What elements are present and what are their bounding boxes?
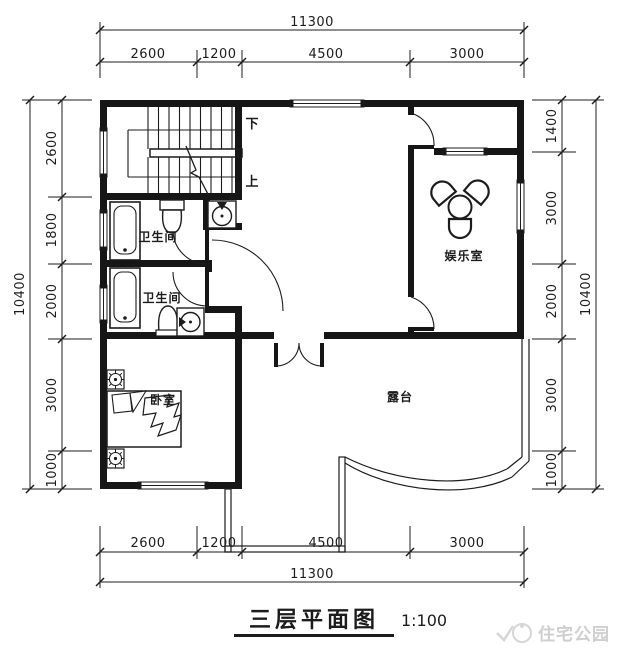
watermark-logo-dot [520, 624, 524, 628]
dimension-bottom-labels: 2600 1200 4500 3000 11300 [130, 536, 484, 582]
terrace-balustrade [224, 339, 530, 553]
room-label-bedroom: 卧室 [150, 392, 176, 407]
door-bath-lower [172, 271, 209, 307]
dim-left-seg2: 2000 [45, 283, 60, 318]
round-table-set [430, 179, 490, 240]
dim-top-seg0: 2600 [130, 47, 165, 62]
window-bedroom [137, 481, 209, 490]
dim-right-seg3: 3000 [545, 377, 560, 412]
stairs [127, 107, 243, 197]
dimension-left-labels: 2600 1800 2000 3000 1000 10400 [13, 130, 60, 487]
dim-bottom-seg2: 4500 [308, 536, 343, 551]
door-bath-upper [172, 229, 209, 265]
room-label-bath-lower: 卫生间 [142, 290, 181, 305]
nightstand-upper [106, 369, 125, 390]
room-label-bath-upper: 卫生间 [138, 229, 177, 244]
dim-top-seg3: 3000 [449, 47, 484, 62]
watermark-swoosh-icon [496, 625, 515, 642]
drawing-scale: 1:100 [401, 611, 447, 630]
window-bath-lower [99, 284, 108, 324]
dimension-right-labels: 1400 3000 2000 3000 1000 10400 [545, 108, 594, 487]
window-balcony [442, 147, 488, 156]
dim-top-seg2: 4500 [308, 47, 343, 62]
room-label-terrace: 露台 [387, 389, 413, 404]
window-top-hall [289, 99, 365, 108]
title-underline [234, 634, 394, 637]
dim-bottom-seg3: 3000 [449, 536, 484, 551]
window-entertainment [516, 179, 525, 234]
bed [106, 390, 182, 448]
dim-right-total: 10400 [579, 272, 594, 316]
doors [172, 112, 435, 367]
dim-left-seg4: 1000 [45, 452, 60, 487]
window-bath-upper [99, 209, 108, 251]
door-balcony [408, 112, 435, 149]
drawing-title: 三层平面图 [249, 608, 379, 633]
dim-right-seg1: 3000 [545, 190, 560, 225]
dim-top-seg1: 1200 [201, 47, 236, 62]
door-entertainment [408, 296, 435, 331]
dim-bottom-total: 11300 [290, 567, 334, 582]
dim-left-total: 10400 [13, 272, 28, 316]
dimension-top-labels: 11300 2600 1200 4500 3000 [130, 15, 484, 62]
basin-lower [176, 307, 205, 337]
stair-down-label: 下 [245, 117, 258, 132]
dim-top-total: 11300 [290, 15, 334, 30]
bathtub-lower [109, 267, 141, 329]
nightstand-lower [106, 448, 125, 469]
dim-right-seg0: 1400 [545, 108, 560, 143]
dim-bottom-seg1: 1200 [201, 536, 236, 551]
dim-left-seg1: 1800 [45, 212, 60, 247]
title-block: 三层平面图 1:100 [234, 608, 447, 637]
dimension-left [22, 95, 92, 494]
windows [99, 99, 525, 490]
stair-up-label: 上 [245, 175, 258, 190]
door-terrace-double [274, 342, 324, 367]
room-label-entertainment: 娱乐室 [444, 248, 483, 263]
dim-bottom-seg0: 2600 [130, 536, 165, 551]
toilet-upper [159, 199, 185, 234]
dimension-right [532, 95, 604, 494]
door-hall [211, 239, 284, 312]
basin-upper [207, 200, 237, 229]
bathtub-upper [109, 201, 141, 261]
watermark: 住宅公园 [496, 623, 610, 645]
dim-right-seg4: 1000 [545, 452, 560, 487]
dim-right-seg2: 2000 [545, 283, 560, 318]
dim-left-seg0: 2600 [45, 130, 60, 165]
window-stairwell [99, 127, 108, 178]
watermark-text: 住宅公园 [538, 624, 610, 645]
dim-left-seg3: 3000 [45, 377, 60, 412]
dimension-top [95, 22, 529, 78]
